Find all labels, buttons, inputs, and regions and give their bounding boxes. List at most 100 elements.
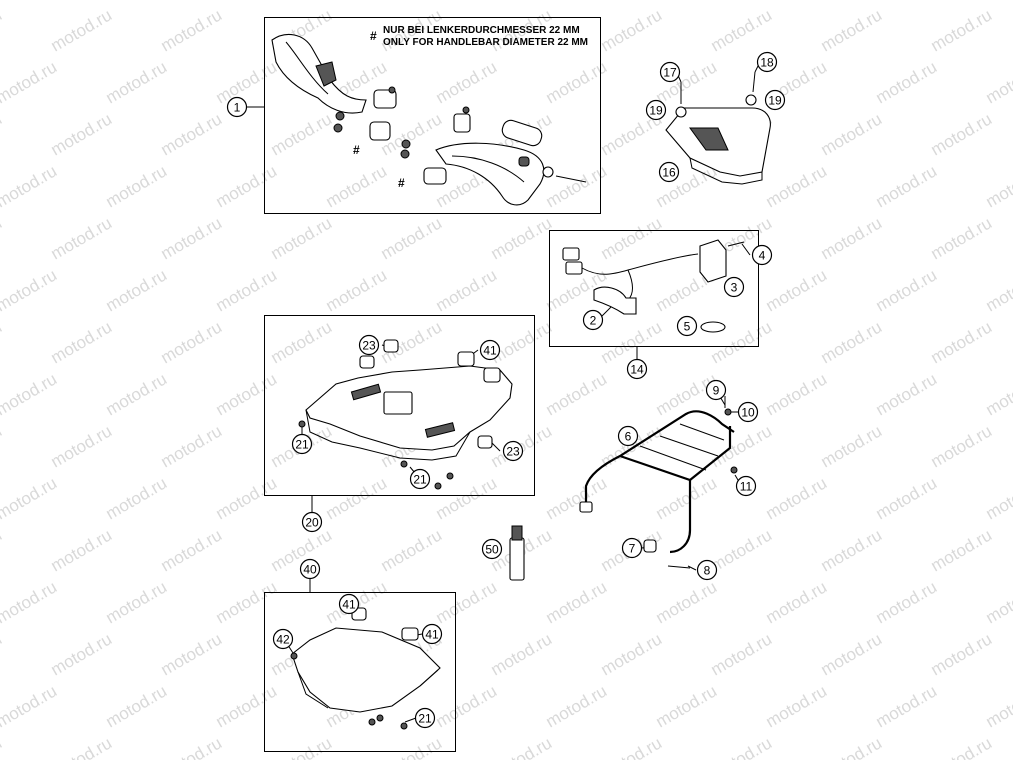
callout-number: 40 [303,563,317,577]
callout-8: 8 [696,559,718,581]
callout-circle [659,61,681,83]
callout-20: 20 [301,511,323,533]
callout-circle [338,593,360,615]
callout-circle [272,628,294,650]
callout-circle [421,623,443,645]
callout-number: 42 [276,633,290,647]
callout-circle [409,468,431,490]
callout-circle [658,161,680,183]
callout-number: 23 [506,445,520,459]
callout-number: 8 [704,564,711,578]
callout-11: 11 [735,475,757,497]
callout-circle [481,538,503,560]
callout-number: 3 [731,281,738,295]
callout-7: 7 [621,537,643,559]
luggage-rack [579,396,738,569]
callout-number: 6 [625,430,632,444]
callout-50: 50 [481,538,503,560]
callout-6: 6 [617,425,639,447]
callout-circle [291,433,313,455]
ktm-pad [665,71,771,185]
callout-number: 2 [590,314,597,328]
callout-circle [502,440,524,462]
callout-circle [705,379,727,401]
callout-number: 7 [629,542,636,556]
callout-number: 4 [759,249,766,263]
callout-number: 18 [760,56,774,70]
callout-41: 41 [479,339,501,361]
callout-40: 40 [299,558,321,580]
callout-5: 5 [676,315,698,337]
callout-circle [479,339,501,361]
callout-42: 42 [272,628,294,650]
callout-circle [751,244,773,266]
callout-number: 50 [485,543,499,557]
handlebar-note-line-en: ONLY FOR HANDLEBAR DIAMETER 22 MM [383,37,589,48]
callout-number: 21 [413,473,427,487]
handguard-left [271,33,367,114]
callout-circle [299,558,321,580]
spray-can [509,525,525,581]
callout-23: 23 [502,440,524,462]
callout-4: 4 [751,244,773,266]
callout-number: 23 [362,339,376,353]
callout-21: 21 [291,433,313,455]
callout-number: 10 [741,406,755,420]
skid-plate-alt-kit-frame [264,592,456,752]
callout-number: 41 [483,344,497,358]
callout-circle [626,358,648,380]
callout-number: 41 [342,598,356,612]
callout-circle [737,401,759,423]
callout-circle [696,559,718,581]
callout-21: 21 [409,468,431,490]
skid-plate-alt [290,607,441,730]
callout-19: 19 [645,99,667,121]
callout-circle [301,511,323,533]
handguard-right [435,142,545,206]
handguard-hardware [333,86,587,185]
skid-plate [298,339,513,490]
callout-circle [414,707,436,729]
callout-number: 19 [649,104,663,118]
callout-21: 21 [414,707,436,729]
callout-circle [617,425,639,447]
handlebar-note-line-de: NUR BEI LENKERDURCHMESSER 22 MM [383,25,580,36]
callout-number: 9 [713,384,720,398]
callout-number: 17 [663,66,677,80]
callout-19: 19 [764,89,786,111]
callout-circle [676,315,698,337]
callout-number: 20 [305,516,319,530]
callout-circle [621,537,643,559]
hash-marker: # [353,143,360,157]
callout-2: 2 [582,309,604,331]
callout-16: 16 [658,161,680,183]
callout-1: 1 [226,96,248,118]
callout-number: 1 [234,101,241,115]
callout-circle [723,276,745,298]
callout-circle [764,89,786,111]
callout-circle [358,334,380,356]
callout-number: 16 [662,166,676,180]
callout-circle [645,99,667,121]
callout-circle [582,309,604,331]
callout-number: 5 [684,320,691,334]
callout-17: 17 [659,61,681,83]
callout-number: 11 [740,480,753,494]
callout-3: 3 [723,276,745,298]
handguard-kit-frame [264,17,601,214]
hash-marker: # [398,176,405,190]
callout-41: 41 [421,623,443,645]
callout-10: 10 [737,401,759,423]
callout-23: 23 [358,334,380,356]
skid-plate-kit-frame [264,315,535,496]
callout-41: 41 [338,593,360,615]
callout-18: 18 [756,51,778,73]
callout-circle [226,96,248,118]
callout-circle [735,475,757,497]
hash-marker: # [370,29,377,43]
callout-number: 21 [295,438,309,452]
callout-number: 41 [425,628,439,642]
callout-number: 21 [418,712,432,726]
